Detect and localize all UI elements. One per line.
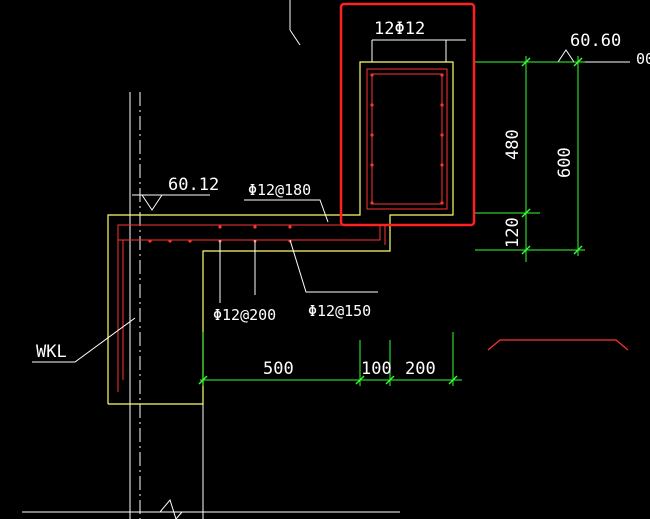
bottom-left-rebar-label: Φ12@200 xyxy=(213,306,276,324)
stirrup-slab-label: Φ12@180 xyxy=(248,181,311,199)
top-rebar-label: 12Φ12 xyxy=(374,19,425,39)
corner-text: 0000 xyxy=(636,50,650,68)
elevation-left: 60.12 xyxy=(168,175,219,195)
dim-480: 480 xyxy=(503,129,523,160)
dim-120: 120 xyxy=(503,217,523,248)
rebar-dots xyxy=(148,73,444,243)
leader-lines xyxy=(32,39,630,363)
highlight-box[interactable] xyxy=(339,2,476,227)
elevation-right: 60.60 xyxy=(570,31,621,51)
dim-200: 200 xyxy=(405,359,436,379)
rebar-cage xyxy=(117,68,448,392)
bottom-right-rebar-label: Φ12@150 xyxy=(308,302,371,320)
dim-100: 100 xyxy=(361,359,392,379)
section-mark xyxy=(487,339,629,351)
beam-tag: WKL xyxy=(36,342,67,362)
dimension-lines xyxy=(198,56,585,386)
section-outline xyxy=(107,61,454,405)
dim-500: 500 xyxy=(263,359,294,379)
dim-600: 600 xyxy=(555,147,575,178)
axis-lines xyxy=(22,0,400,519)
